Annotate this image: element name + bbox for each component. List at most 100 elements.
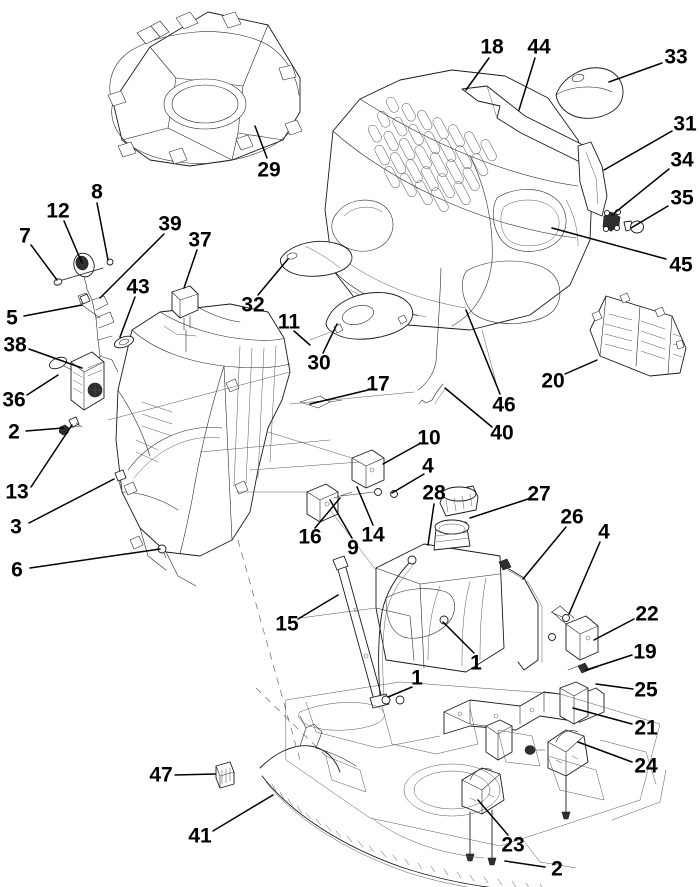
part-cable-clip — [215, 761, 235, 789]
callout-23: 23 — [501, 833, 525, 857]
leader-line-2 — [25, 427, 64, 432]
leader-line-26 — [522, 526, 567, 580]
leader-line-25 — [595, 683, 634, 690]
leader-line-30 — [322, 323, 338, 354]
part-tank-strap — [378, 555, 417, 697]
callout-32: 32 — [241, 293, 265, 317]
leader-line-33 — [608, 62, 663, 83]
callout-24: 24 — [634, 754, 658, 778]
leader-line-14 — [356, 486, 374, 526]
leader-line-2b — [504, 860, 546, 868]
part-wire-lead — [417, 267, 442, 391]
leader-line-37 — [183, 249, 198, 289]
part-hood-bumper-cap — [555, 67, 624, 119]
callout-15: 15 — [275, 612, 299, 636]
callout-46: 46 — [492, 393, 516, 417]
callout-7: 7 — [19, 224, 31, 248]
callout-2: 2 — [8, 420, 20, 444]
callout-9: 9 — [347, 536, 359, 560]
callout-18: 18 — [480, 35, 504, 59]
leader-line-5 — [23, 304, 83, 317]
callout-25: 25 — [634, 678, 658, 702]
leader-line-13 — [30, 424, 73, 488]
callout-47: 47 — [149, 763, 173, 787]
leader-line-21 — [572, 707, 633, 725]
leader-line-4 — [391, 473, 425, 494]
leader-line-4b — [568, 541, 601, 615]
callout-44: 44 — [527, 35, 551, 59]
leader-line-27 — [469, 498, 529, 519]
leader-line-1 — [442, 621, 475, 654]
callout-11: 11 — [277, 310, 301, 334]
callout-16: 16 — [298, 525, 322, 549]
leader-line-36 — [26, 374, 59, 396]
part-frame-rail — [443, 681, 605, 761]
leader-line-35 — [630, 205, 669, 229]
callout-38: 38 — [3, 333, 27, 357]
part-fuel-line — [498, 558, 543, 671]
callout-4: 4 — [422, 454, 434, 478]
leader-line-24 — [577, 741, 633, 763]
callout-6: 6 — [11, 558, 23, 582]
part-wire-harness-loom — [259, 715, 543, 887]
callout-37: 37 — [188, 228, 212, 252]
leader-lines — [23, 57, 673, 868]
callout-19: 19 — [633, 640, 657, 664]
part-carriage-bolt-21 — [524, 745, 546, 755]
part-bracket-10 — [351, 449, 385, 489]
leader-line-47 — [174, 773, 216, 776]
callout-2b: 2 — [551, 857, 563, 881]
callout-22: 22 — [635, 602, 659, 626]
callout-41: 41 — [188, 824, 212, 848]
leader-line-20 — [564, 359, 598, 375]
leader-line-40 — [444, 387, 493, 428]
leader-line-46 — [465, 309, 501, 395]
part-hinge-fastener — [602, 208, 622, 233]
callout-34: 34 — [670, 148, 694, 172]
part-fuse-block — [70, 351, 105, 411]
leader-line-22 — [593, 618, 635, 641]
assembly-projection-lines — [107, 329, 499, 761]
leader-line-38 — [28, 348, 83, 369]
callout-33: 33 — [664, 45, 688, 69]
part-hose-clamp-1b — [381, 695, 405, 705]
leader-line-23 — [477, 799, 509, 836]
callout-45: 45 — [669, 253, 693, 277]
callout-10: 10 — [417, 426, 441, 450]
callout-30: 30 — [307, 351, 331, 375]
callout-27: 27 — [527, 482, 551, 506]
leader-line-32 — [257, 258, 289, 296]
part-engine-mount-23 — [461, 767, 505, 866]
chassis-deck-ghost — [285, 681, 667, 869]
leader-line-41 — [212, 794, 274, 832]
leader-line-17 — [309, 389, 369, 405]
part-engine-shroud — [107, 11, 303, 167]
leader-line-9 — [329, 499, 353, 539]
leader-line-10 — [382, 443, 420, 465]
leader-line-15 — [297, 594, 339, 620]
callout-14: 14 — [361, 523, 385, 547]
callout-1b: 1 — [411, 666, 423, 690]
leader-line-8 — [96, 202, 109, 261]
callout-17: 17 — [366, 372, 390, 396]
callout-36: 36 — [2, 388, 26, 412]
part-hood-cable — [299, 395, 343, 409]
part-headlight-bezel-right — [325, 292, 414, 340]
leader-line-18 — [465, 57, 490, 91]
part-screw-4b — [548, 611, 570, 641]
callout-29: 29 — [257, 158, 281, 182]
part-washer-14 — [340, 488, 382, 497]
part-ground-wire — [418, 383, 447, 405]
callout-3: 3 — [10, 515, 22, 539]
callout-13: 13 — [5, 480, 29, 504]
callout-35: 35 — [670, 186, 694, 210]
callout-8: 8 — [91, 180, 103, 204]
leader-line-16 — [314, 497, 341, 529]
part-bushing — [623, 220, 644, 234]
leader-line-12 — [63, 220, 83, 264]
callout-1: 1 — [470, 651, 482, 675]
callout-12: 12 — [46, 199, 70, 223]
part-grommet — [113, 335, 135, 349]
part-relay — [171, 285, 199, 353]
